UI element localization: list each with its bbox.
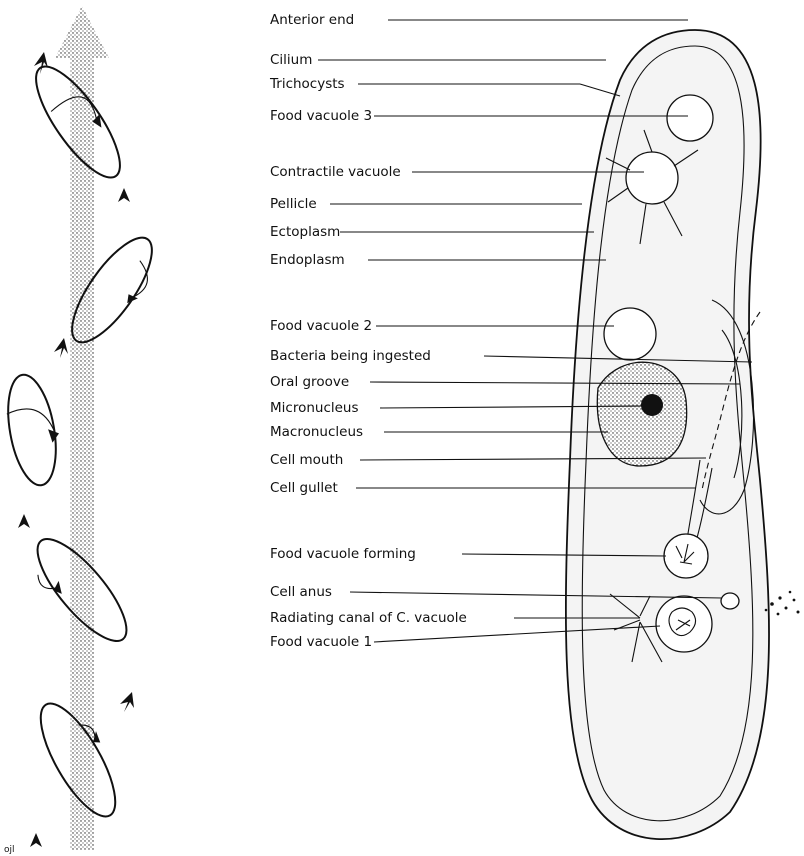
cell-anus (721, 593, 739, 609)
label-cell-mouth: Cell mouth (270, 452, 343, 468)
food-vacuole-forming (664, 534, 708, 578)
food-vacuole-2 (604, 308, 656, 360)
label-cilium: Cilium (270, 52, 312, 68)
label-macronucleus: Macronucleus (270, 424, 363, 440)
label-food-vacuole-3: Food vacuole 3 (270, 108, 372, 124)
label-cell-anus: Cell anus (270, 584, 332, 600)
macronucleus (597, 362, 686, 466)
swim-position-3 (1, 370, 68, 489)
artist-signature: ojl (4, 845, 15, 855)
micronucleus (641, 394, 663, 416)
label-bacteria-ingested: Bacteria being ingested (270, 348, 431, 364)
expelled-particles (765, 591, 800, 616)
swim-axis-arrowhead (55, 6, 109, 58)
label-micronucleus: Micronucleus (270, 400, 359, 416)
label-radiating-canal: Radiating canal of C. vacuole (270, 610, 467, 626)
label-cell-gullet: Cell gullet (270, 480, 338, 496)
swim-axis-bar (70, 50, 94, 850)
label-food-vacuole-forming: Food vacuole forming (270, 546, 416, 562)
label-oral-groove: Oral groove (270, 374, 349, 390)
food-vacuole-3 (667, 95, 713, 141)
label-anterior-end: Anterior end (270, 12, 354, 28)
label-ectoplasm: Ectoplasm (270, 224, 340, 240)
label-food-vacuole-1: Food vacuole 1 (270, 634, 372, 650)
label-endoplasm: Endoplasm (270, 252, 345, 268)
swimming-path-figure: ojl (1, 6, 169, 855)
label-trichocysts: Trichocysts (269, 76, 345, 92)
label-contractile-vacuole: Contractile vacuole (270, 164, 401, 180)
paramecium-body (566, 30, 800, 839)
label-pellicle: Pellicle (270, 196, 317, 212)
label-food-vacuole-2: Food vacuole 2 (270, 318, 372, 334)
